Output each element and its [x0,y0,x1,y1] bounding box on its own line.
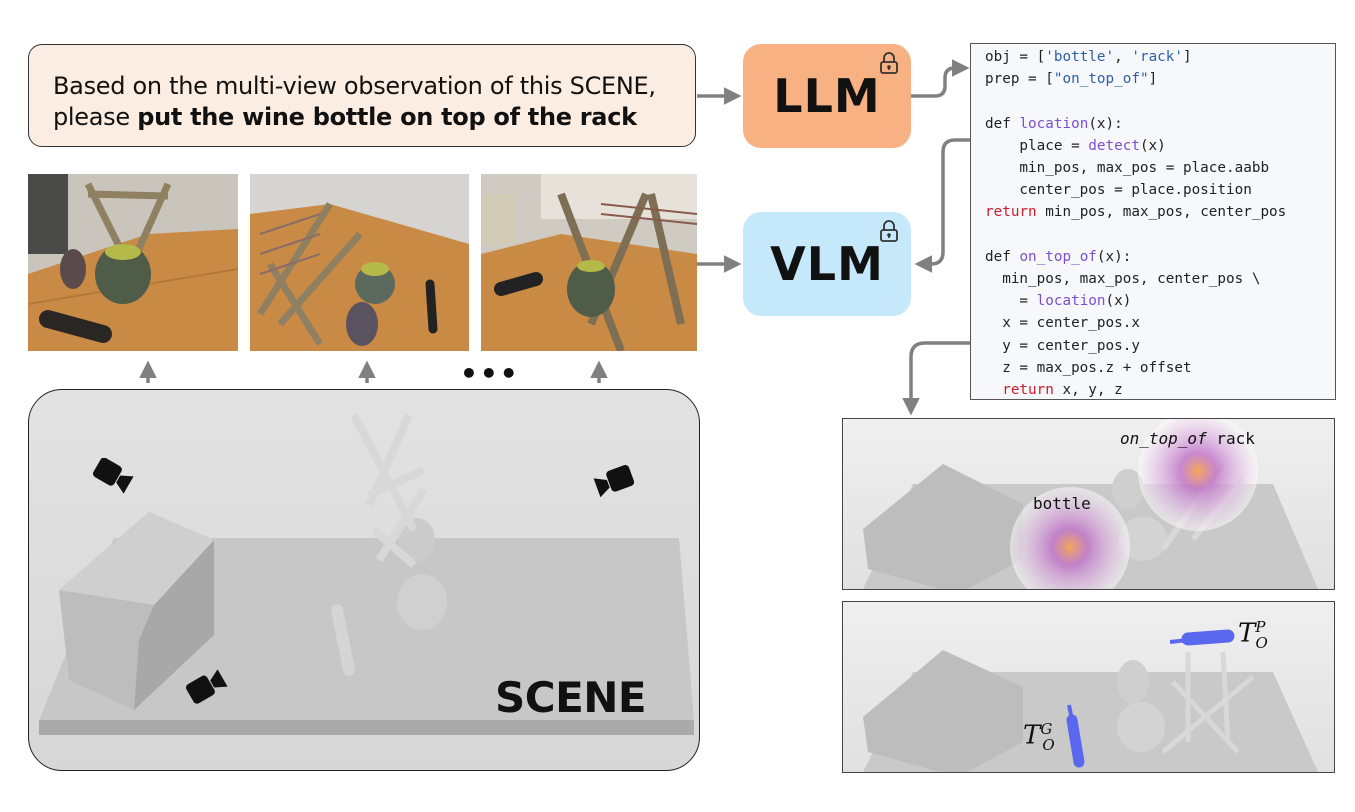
code-line: min_pos, max_pos = place.aabb [985,160,1270,177]
code-block: obj = ['bottle', 'rack'] prep = ["on_top… [970,43,1336,400]
label-relation: on_top_of rack [1120,429,1255,448]
label-relation-fn: on_top_of [1120,429,1207,448]
instruction-box: Based on the multi-view observation of t… [28,44,696,147]
camera-icon [593,465,635,498]
scene-label: SCENE [495,673,647,722]
code-line: x = center_pos.x [985,315,1140,332]
arrow-code-to-render [902,341,970,416]
label-bottle: bottle [1033,494,1091,513]
arrow-code-vlm-bidirectional [914,138,970,273]
view-photo-3 [481,174,697,351]
code-line: place = detect(x) [985,137,1166,154]
view-photo-1 [28,174,238,351]
instruction-prefix: please [53,103,138,131]
code-text: obj = ['bottle', 'rack'] prep = ["on_top… [985,46,1335,401]
lock-icon [880,52,898,74]
goal-symbol: T [1023,720,1041,751]
code-line: def location(x): [985,115,1123,132]
code-line: = location(x) [985,293,1132,310]
label-relation-obj: rack [1206,429,1255,448]
arrow-llm-to-code [911,59,970,98]
code-line: z = max_pos.z + offset [985,359,1192,376]
more-views-ellipsis: ••• [460,357,520,390]
instruction-bold: put the wine bottle on top of the rack [137,103,637,131]
code-line: y = center_pos.y [985,337,1140,354]
code-line: min_pos, max_pos, center_pos \ [985,271,1261,288]
goal-sub: O [1042,735,1055,754]
code-line: return min_pos, max_pos, center_pos [985,204,1287,221]
code-line: return x, y, z [1002,382,1123,399]
place-sub: O [1255,633,1268,652]
place-pose-symbol: TPO [1238,618,1268,652]
code-line: center_pos = place.position [985,182,1252,199]
instruction-line-1: Based on the multi-view observation of t… [53,72,656,100]
scene-render [39,413,694,735]
llm-box: LLM [743,44,911,148]
view-photo-2 [250,174,469,351]
goal-pose-symbol: TGO [1023,720,1055,754]
camera-icon [93,458,134,494]
lock-icon [880,220,898,242]
scene-panel: SCENE [28,389,700,771]
grounding-render: bottle on_top_of rack [842,418,1335,590]
instruction-line-2: please put the wine bottle on top of the… [53,102,695,133]
code-line: prep = ["on_top_of"] [985,71,1158,88]
place-sup: P [1255,618,1266,636]
llm-label: LLM [773,69,881,123]
vlm-box: VLM [743,212,911,316]
trajectory-render: TGO TPO [842,601,1335,773]
camera-icon [186,669,228,704]
code-line: obj = ['bottle', 'rack'] [985,49,1192,65]
vlm-label: VLM [770,237,884,291]
code-line: def on_top_of(x): [985,248,1132,265]
goal-sup: G [1040,720,1053,738]
place-symbol: T [1238,618,1256,649]
